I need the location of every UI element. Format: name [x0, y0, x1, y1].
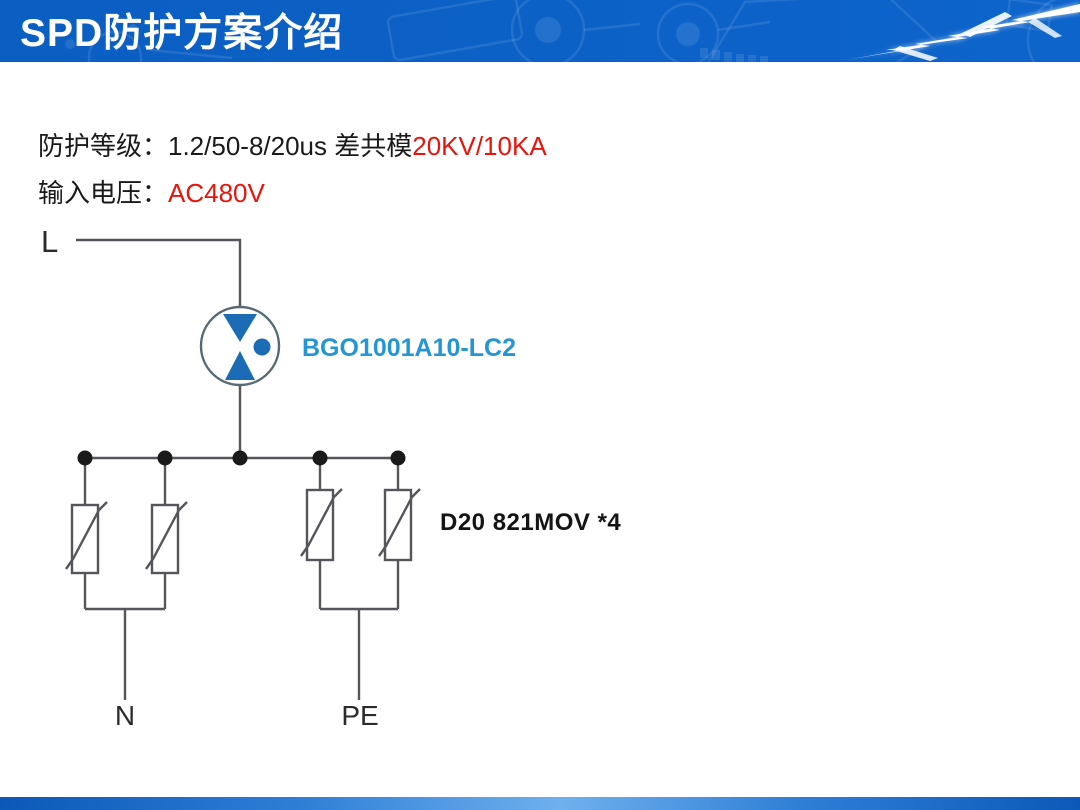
footer-bar	[0, 797, 1080, 810]
protection-level-value: 20KV/10KA	[412, 131, 547, 161]
terminal-label-n: N	[114, 700, 136, 731]
mov-symbol-icon	[145, 501, 188, 575]
gdt-model-label: BGO1001A10-LC2	[302, 334, 516, 362]
gdt-symbol-icon	[199, 305, 281, 387]
junction-dots	[77, 450, 406, 466]
mov-symbol-icon	[300, 488, 343, 562]
protection-level-label: 防护等级：1.2/50-8/20us 差共模	[38, 131, 413, 161]
lightning-icon	[846, 4, 1080, 61]
terminal-label-l: L	[41, 224, 59, 259]
terminal-label-pe: PE	[341, 700, 379, 731]
header-decoration	[65, 0, 1080, 62]
input-voltage-label: 输入电压：	[38, 178, 169, 208]
circuit-board-icon	[65, 0, 1057, 62]
protection-level-line: 防护等级：1.2/50-8/20us 差共模20KV/10KA	[38, 126, 547, 163]
page-title: SPD防护方案介绍	[20, 12, 344, 55]
input-voltage-value: AC480V	[168, 178, 265, 208]
mov-symbol-icon	[378, 488, 421, 562]
mov-model-label: D20 821MOV *4	[440, 509, 622, 536]
header-banner: SPD防护方案介绍	[0, 0, 1080, 62]
mov-symbol-icon	[65, 501, 108, 575]
input-voltage-line: 输入电压：AC480V	[38, 173, 265, 210]
